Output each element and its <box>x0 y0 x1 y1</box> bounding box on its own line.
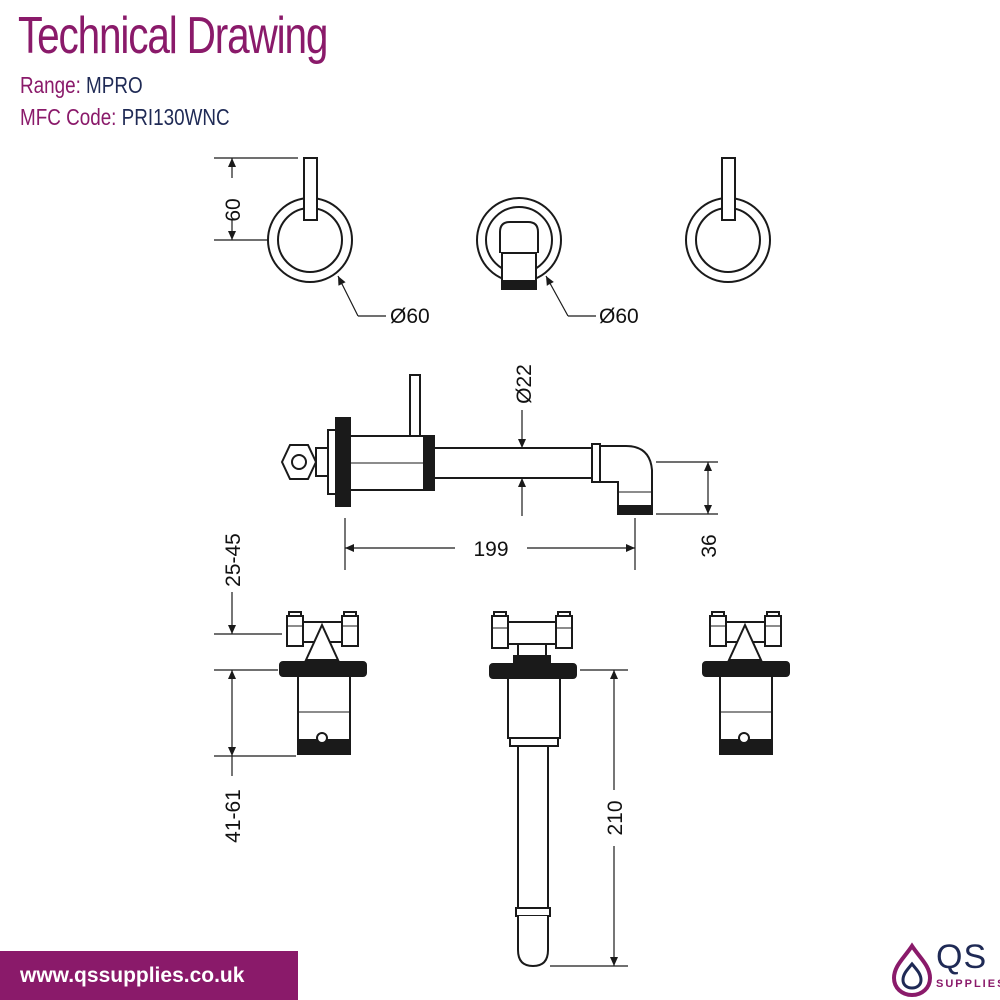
mfc-code-value: PRI130WNC <box>121 104 230 130</box>
diameter-leaders <box>337 275 596 317</box>
right-handle-front-view <box>685 157 771 283</box>
cartridge-depth-label: 25-45 <box>222 533 245 587</box>
left-valve-top-view <box>279 611 367 755</box>
spout-diameter-label: Ø22 <box>513 364 536 404</box>
website-banner: www.qssupplies.co.uk <box>0 951 298 1000</box>
left-depth-dimensions <box>214 592 296 776</box>
spout-length-label: 210 <box>604 800 627 835</box>
side-view <box>280 374 653 515</box>
range-line: Range: MPRO <box>20 72 143 99</box>
spout-front-view <box>476 197 562 290</box>
outlet-height-label: 36 <box>698 534 721 557</box>
mfc-code-line: MFC Code: PRI130WNC <box>20 104 230 131</box>
spout-length-dimension <box>550 669 628 967</box>
body-depth-label: 41-61 <box>222 789 245 843</box>
spout-plate-diameter-label: Ø60 <box>599 305 639 328</box>
outlet-height-dimension <box>656 461 718 515</box>
range-label: Range: <box>20 72 81 98</box>
spout-projection-dimension <box>344 518 636 570</box>
range-value: MPRO <box>86 72 143 98</box>
qs-logo-icon <box>891 942 933 998</box>
spout-projection-label: 199 <box>473 538 508 561</box>
handle-height-dimension <box>214 157 298 241</box>
logo-subtext: SUPPLIES <box>936 978 1000 990</box>
logo-wordmark: QS <box>936 938 988 976</box>
handle-height-label: 60 <box>222 198 245 221</box>
page-title: Technical Drawing <box>18 7 328 65</box>
left-handle-front-view <box>267 157 353 283</box>
right-valve-top-view <box>702 611 790 755</box>
handle-diameter-label: Ø60 <box>390 305 430 328</box>
spout-top-view <box>489 611 577 968</box>
mfc-code-label: MFC Code: <box>20 104 117 130</box>
website-link[interactable]: www.qssupplies.co.uk <box>20 963 245 987</box>
